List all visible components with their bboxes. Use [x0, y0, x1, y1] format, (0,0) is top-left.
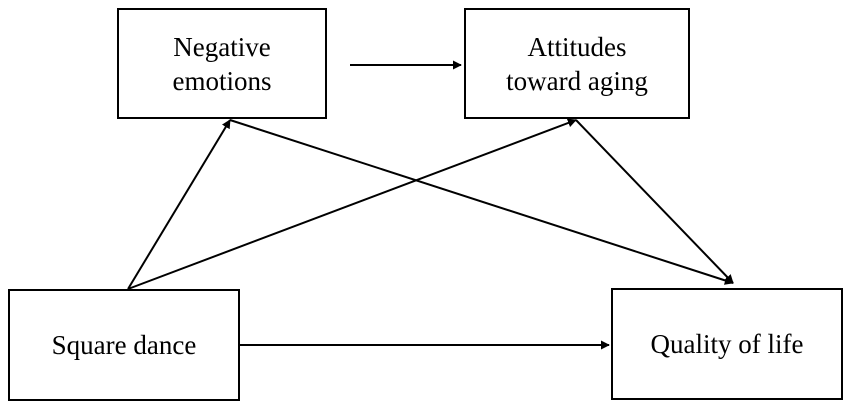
node-negative-emotions-line1: Negative	[173, 31, 271, 62]
arrow-attitudes-toward-aging-to-quality-of-life	[575, 119, 734, 284]
node-negative-emotions: Negative emotions	[117, 8, 327, 119]
node-square-dance: Square dance	[8, 289, 240, 401]
arrow-square-dance-to-negative-emotions	[127, 119, 231, 290]
arrow-square-dance-to-attitudes-toward-aging	[127, 118, 577, 290]
node-attitudes-toward-aging-line1: Attitudes	[527, 31, 627, 62]
arrow-negative-emotions-to-quality-of-life	[229, 119, 734, 285]
node-quality-of-life: Quality of life	[611, 288, 843, 400]
node-quality-of-life-label: Quality of life	[650, 329, 804, 359]
node-attitudes-toward-aging: Attitudes toward aging	[464, 8, 690, 119]
node-negative-emotions-line2: emotions	[172, 65, 272, 96]
node-square-dance-label: Square dance	[51, 330, 197, 360]
node-attitudes-toward-aging-line2: toward aging	[506, 65, 648, 96]
